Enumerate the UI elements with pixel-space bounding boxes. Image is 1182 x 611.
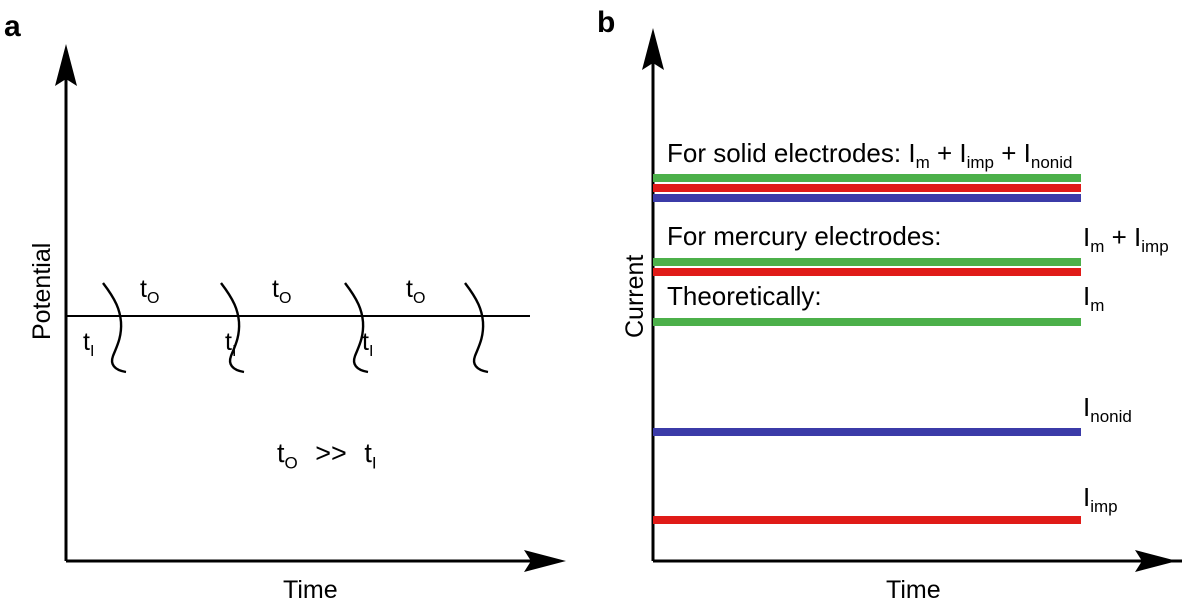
panel-b: b Current Time For solid electrodes: Im … <box>591 0 1182 611</box>
trace-solid-blue <box>653 194 1081 202</box>
label-iimp: Iimp <box>1083 482 1118 517</box>
label-inonid: Inonid <box>1083 392 1132 427</box>
annotation-mercury-electrodes: For mercury electrodes: <box>667 221 942 251</box>
trace-mercury-green <box>653 258 1081 266</box>
trace-solid-red <box>653 184 1081 192</box>
panel-b-y-axis <box>642 28 664 561</box>
trace-nonid-blue <box>653 428 1081 436</box>
panel-a-x-axis-label: Time <box>283 576 338 604</box>
annotation-theoretically: Theoretically: <box>667 281 822 311</box>
pulse-on-label-1: tI <box>83 328 95 360</box>
pulse-on-label-3: tI <box>362 328 374 360</box>
pulse-off-label-3: tO <box>406 275 426 307</box>
panel-a-pulses <box>102 282 489 374</box>
annotation-solid-electrodes: For solid electrodes: Im + Iimp + Inonid <box>667 138 1073 173</box>
panel-a-letter: a <box>4 10 21 43</box>
pulse-off-label-2: tO <box>272 275 292 307</box>
panel-b-x-axis-label: Time <box>886 576 941 604</box>
panel-b-x-axis <box>653 550 1182 572</box>
trace-solid-green <box>653 174 1081 182</box>
label-im-plus-iimp: Im + Iimp <box>1083 222 1169 257</box>
pulse-off-label-1: tO <box>140 275 160 307</box>
panel-b-graphic <box>642 28 1182 572</box>
label-im: Im <box>1083 281 1105 316</box>
panel-a: a Potential Time tO tO tO tI <box>4 10 566 604</box>
trace-mercury-red <box>653 268 1081 276</box>
trace-imp-red <box>653 516 1081 524</box>
panel-a-x-axis <box>66 550 566 572</box>
trace-theoretical-green <box>653 318 1081 326</box>
panel-a-y-axis <box>55 44 77 561</box>
panel-a-inequality: tO >> tI <box>277 438 377 473</box>
panel-b-letter: b <box>597 6 616 39</box>
pulse-on-label-2: tI <box>225 328 237 360</box>
panel-a-graphic <box>55 44 566 572</box>
